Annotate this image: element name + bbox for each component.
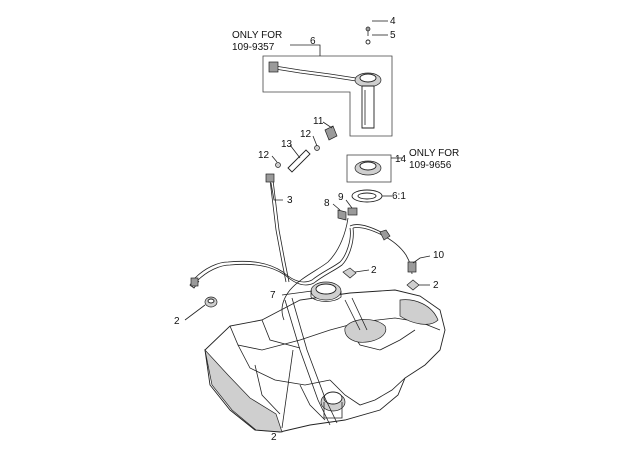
part-14-cap-assembly bbox=[346, 154, 392, 203]
leader-lines bbox=[184, 20, 431, 429]
callout-10: 10 bbox=[433, 250, 445, 261]
callout-2-bottom: 2 bbox=[271, 432, 277, 443]
callout-8: 8 bbox=[324, 198, 330, 209]
note-a-line2: 109-9357 bbox=[232, 42, 275, 53]
callout-labels: 4 5 6 11 12 13 12 14 3 9 8 6:1 10 2 2 7 … bbox=[174, 16, 445, 443]
callout-3: 3 bbox=[287, 195, 293, 206]
callout-2-middle: 2 bbox=[371, 265, 377, 276]
callout-12-upper: 12 bbox=[300, 129, 312, 140]
note-b-line2: 109-9656 bbox=[409, 160, 452, 171]
callout-9: 9 bbox=[338, 192, 344, 203]
small-fittings bbox=[190, 173, 420, 308]
fuel-tank bbox=[204, 289, 446, 433]
screws-4-5 bbox=[365, 26, 371, 45]
fuel-hoses bbox=[189, 179, 413, 321]
note-a-line1: ONLY FOR bbox=[232, 30, 282, 41]
callout-5: 5 bbox=[390, 30, 396, 41]
callout-14: 14 bbox=[395, 154, 407, 165]
note-b-line1: ONLY FOR bbox=[409, 148, 459, 159]
callout-6: 6 bbox=[310, 36, 316, 47]
callout-6-1: 6:1 bbox=[392, 191, 406, 202]
callout-2-left: 2 bbox=[174, 316, 180, 327]
callout-2-right: 2 bbox=[433, 280, 439, 291]
callout-13: 13 bbox=[281, 139, 293, 150]
part-6-callout-box bbox=[262, 55, 393, 137]
callout-11: 11 bbox=[313, 116, 324, 127]
tank-flange-7 bbox=[310, 281, 342, 302]
callout-4: 4 bbox=[390, 16, 396, 27]
notes: ONLY FOR 109-9357 ONLY FOR 109-9656 bbox=[232, 30, 459, 171]
callout-7: 7 bbox=[270, 290, 276, 301]
callout-12-lower: 12 bbox=[258, 150, 270, 161]
